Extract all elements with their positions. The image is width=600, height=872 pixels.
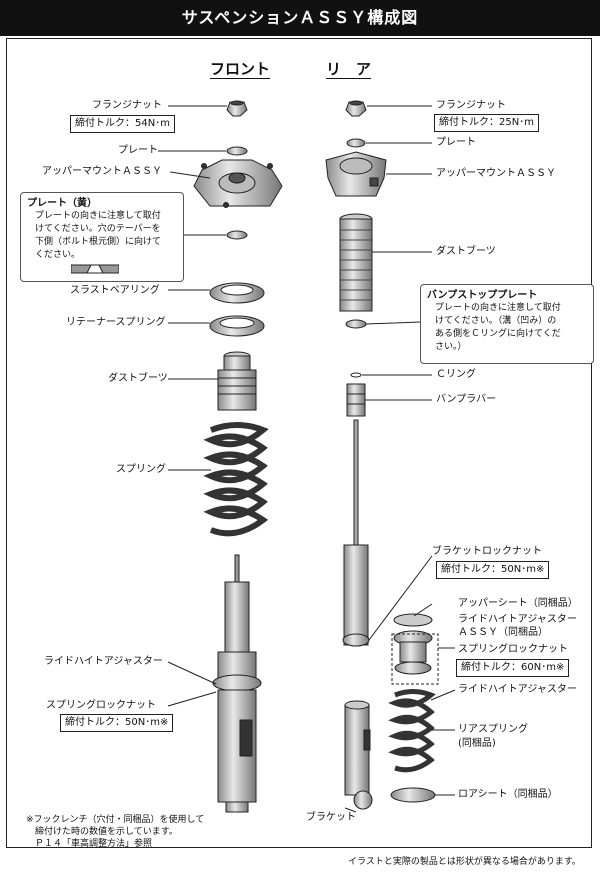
front-upper-mount-label: アッパーマウントＡＳＳＹ xyxy=(42,166,162,177)
rear-header: リ ア xyxy=(326,60,372,78)
rear-plate-part xyxy=(346,138,366,148)
rear-plate-label: プレート xyxy=(436,137,476,148)
front-plate-part xyxy=(226,146,248,156)
bump-stop-note-title: バンプストッププレート xyxy=(427,290,538,301)
rear-ride-height-label: ライドハイトアジャスター xyxy=(458,684,577,695)
front-upper-mount-part xyxy=(193,159,283,208)
rear-flange-nut-part xyxy=(345,100,367,117)
plate-note-title: プレート（黄） xyxy=(27,198,97,209)
front-ride-height-label: ライドハイトアジャスター xyxy=(44,656,163,667)
plate-note: プレート（黄） プレートの向きに注意して取付 けてください。穴のテーパーを 下側… xyxy=(20,192,184,282)
rear-ride-height-assy-label-1: ライドハイトアジャスター xyxy=(458,614,577,625)
front-header: フロント xyxy=(210,60,271,78)
rear-ride-height-assy-label-2: ＡＳＳＹ（同梱品） xyxy=(458,627,548,638)
rear-c-ring-label: Ｃリング xyxy=(436,369,476,380)
rear-shock-part xyxy=(342,419,373,810)
diagram-frame xyxy=(6,38,592,848)
rear-upper-mount-label: アッパーマウントＡＳＳＹ xyxy=(436,168,556,179)
rear-spring-lock-nut-label: スプリングロックナット xyxy=(458,644,568,655)
front-spring-lock-torque: 締付トルク：50N･m※ xyxy=(60,714,174,732)
rear-dust-boot-part xyxy=(339,213,373,312)
rear-spring-part xyxy=(388,689,436,773)
page-title: サスペンションＡＳＳＹ構成図 xyxy=(0,0,600,36)
rear-bracket-label: ブラケット xyxy=(306,812,356,823)
rear-upper-seat-label: アッパーシート（同梱品） xyxy=(458,598,578,609)
rear-lower-seat-part xyxy=(390,787,436,803)
rear-bump-rubber-label: バンプラバー xyxy=(436,394,497,405)
rear-spring-label-2: (同梱品) xyxy=(458,738,496,749)
rear-flange-nut-label: フランジナット xyxy=(436,100,506,111)
footnote: ※フックレンチ（穴付・同梱品）を使用して 締付けた時の数値を示しています。 Ｐ１… xyxy=(26,815,205,849)
rear-bracket-lock-nut-label: ブラケットロックナット xyxy=(432,546,542,557)
plate-note-body: プレートの向きに注意して取付 けてください。穴のテーパーを 下側（ボルト根元側）… xyxy=(35,211,162,260)
rear-c-ring-part xyxy=(350,372,362,378)
rear-bracket-lock-torque: 締付トルク：50N･m※ xyxy=(436,561,550,579)
rear-bump-stop-plate-part xyxy=(345,319,367,329)
rear-bump-rubber-part xyxy=(346,383,366,417)
front-plate-label: プレート xyxy=(118,145,158,156)
front-retainer-spring-part xyxy=(209,315,265,337)
front-thrust-bearing-part xyxy=(209,282,265,304)
rear-spring-lock-torque: 締付トルク：60N･m※ xyxy=(456,659,570,677)
bump-stop-note: バンプストッププレート プレートの向きに注意して取付 けてください。（溝（凹み）… xyxy=(420,284,594,364)
front-spring-lock-nut-label: スプリングロックナット xyxy=(46,700,156,711)
rear-upper-mount-part xyxy=(325,151,387,197)
rear-lower-seat-label: ロアシート（同梱品） xyxy=(458,789,558,800)
bump-stop-note-body: プレートの向きに注意して取付 けてください。（溝（凹み）の ある側をＣリングに向… xyxy=(435,303,561,352)
front-yellow-plate-part xyxy=(226,230,248,240)
front-dust-boot-label: ダストブーツ xyxy=(108,373,168,384)
front-flange-nut-label: フランジナット xyxy=(92,100,162,111)
front-flange-nut-part xyxy=(226,100,248,117)
plate-taper-icon xyxy=(70,264,120,274)
front-thrust-bearing-label: スラストベアリング xyxy=(70,285,160,296)
front-spring-part xyxy=(203,422,269,537)
front-dust-boot-part xyxy=(217,351,257,411)
rear-spring-assembly-part xyxy=(391,613,439,685)
front-spring-label: スプリング xyxy=(116,464,166,475)
rear-dust-boot-label: ダストブーツ xyxy=(436,246,496,257)
rear-flange-torque: 締付トルク：25N･m xyxy=(434,114,539,132)
front-flange-torque: 締付トルク：54N･m xyxy=(70,115,175,133)
rear-spring-label-1: リアスプリング xyxy=(458,724,528,735)
front-retainer-spring-label: リテーナースプリング xyxy=(66,317,166,328)
disclaimer: イラストと実際の製品とは形状が異なる場合があります。 xyxy=(348,857,581,867)
front-strut-part xyxy=(212,554,262,813)
